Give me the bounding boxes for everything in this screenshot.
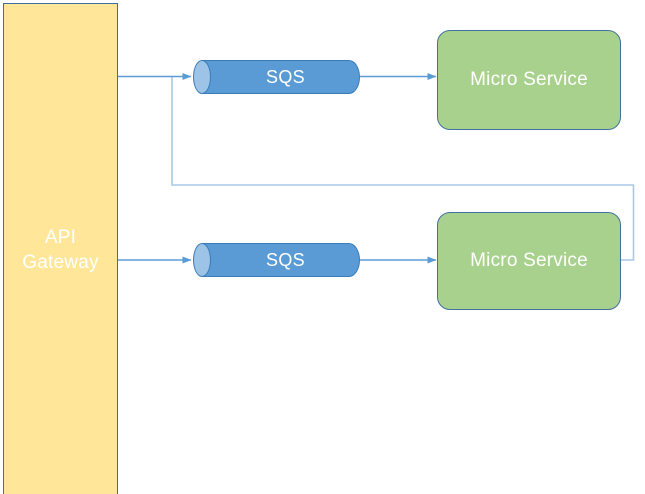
- queue-end-cap: [193, 60, 211, 94]
- sqs-queue-bottom-label: SQS: [266, 249, 305, 270]
- node-micro-service-bottom[interactable]: Micro Service: [437, 212, 621, 310]
- queue-body: [202, 243, 360, 277]
- api-gateway-label: API Gateway: [22, 227, 99, 273]
- node-sqs-queue-bottom[interactable]: SQS: [193, 243, 360, 277]
- sqs-queue-top-label: SQS: [266, 66, 305, 87]
- queue-body: [202, 60, 360, 94]
- micro-service-top-label: Micro Service: [470, 69, 588, 90]
- node-api-gateway[interactable]: API Gateway: [3, 3, 118, 494]
- node-sqs-queue-top[interactable]: SQS: [193, 60, 360, 94]
- micro-service-bottom-label: Micro Service: [470, 250, 588, 271]
- queue-end-cap: [193, 243, 211, 277]
- node-micro-service-top[interactable]: Micro Service: [437, 30, 621, 130]
